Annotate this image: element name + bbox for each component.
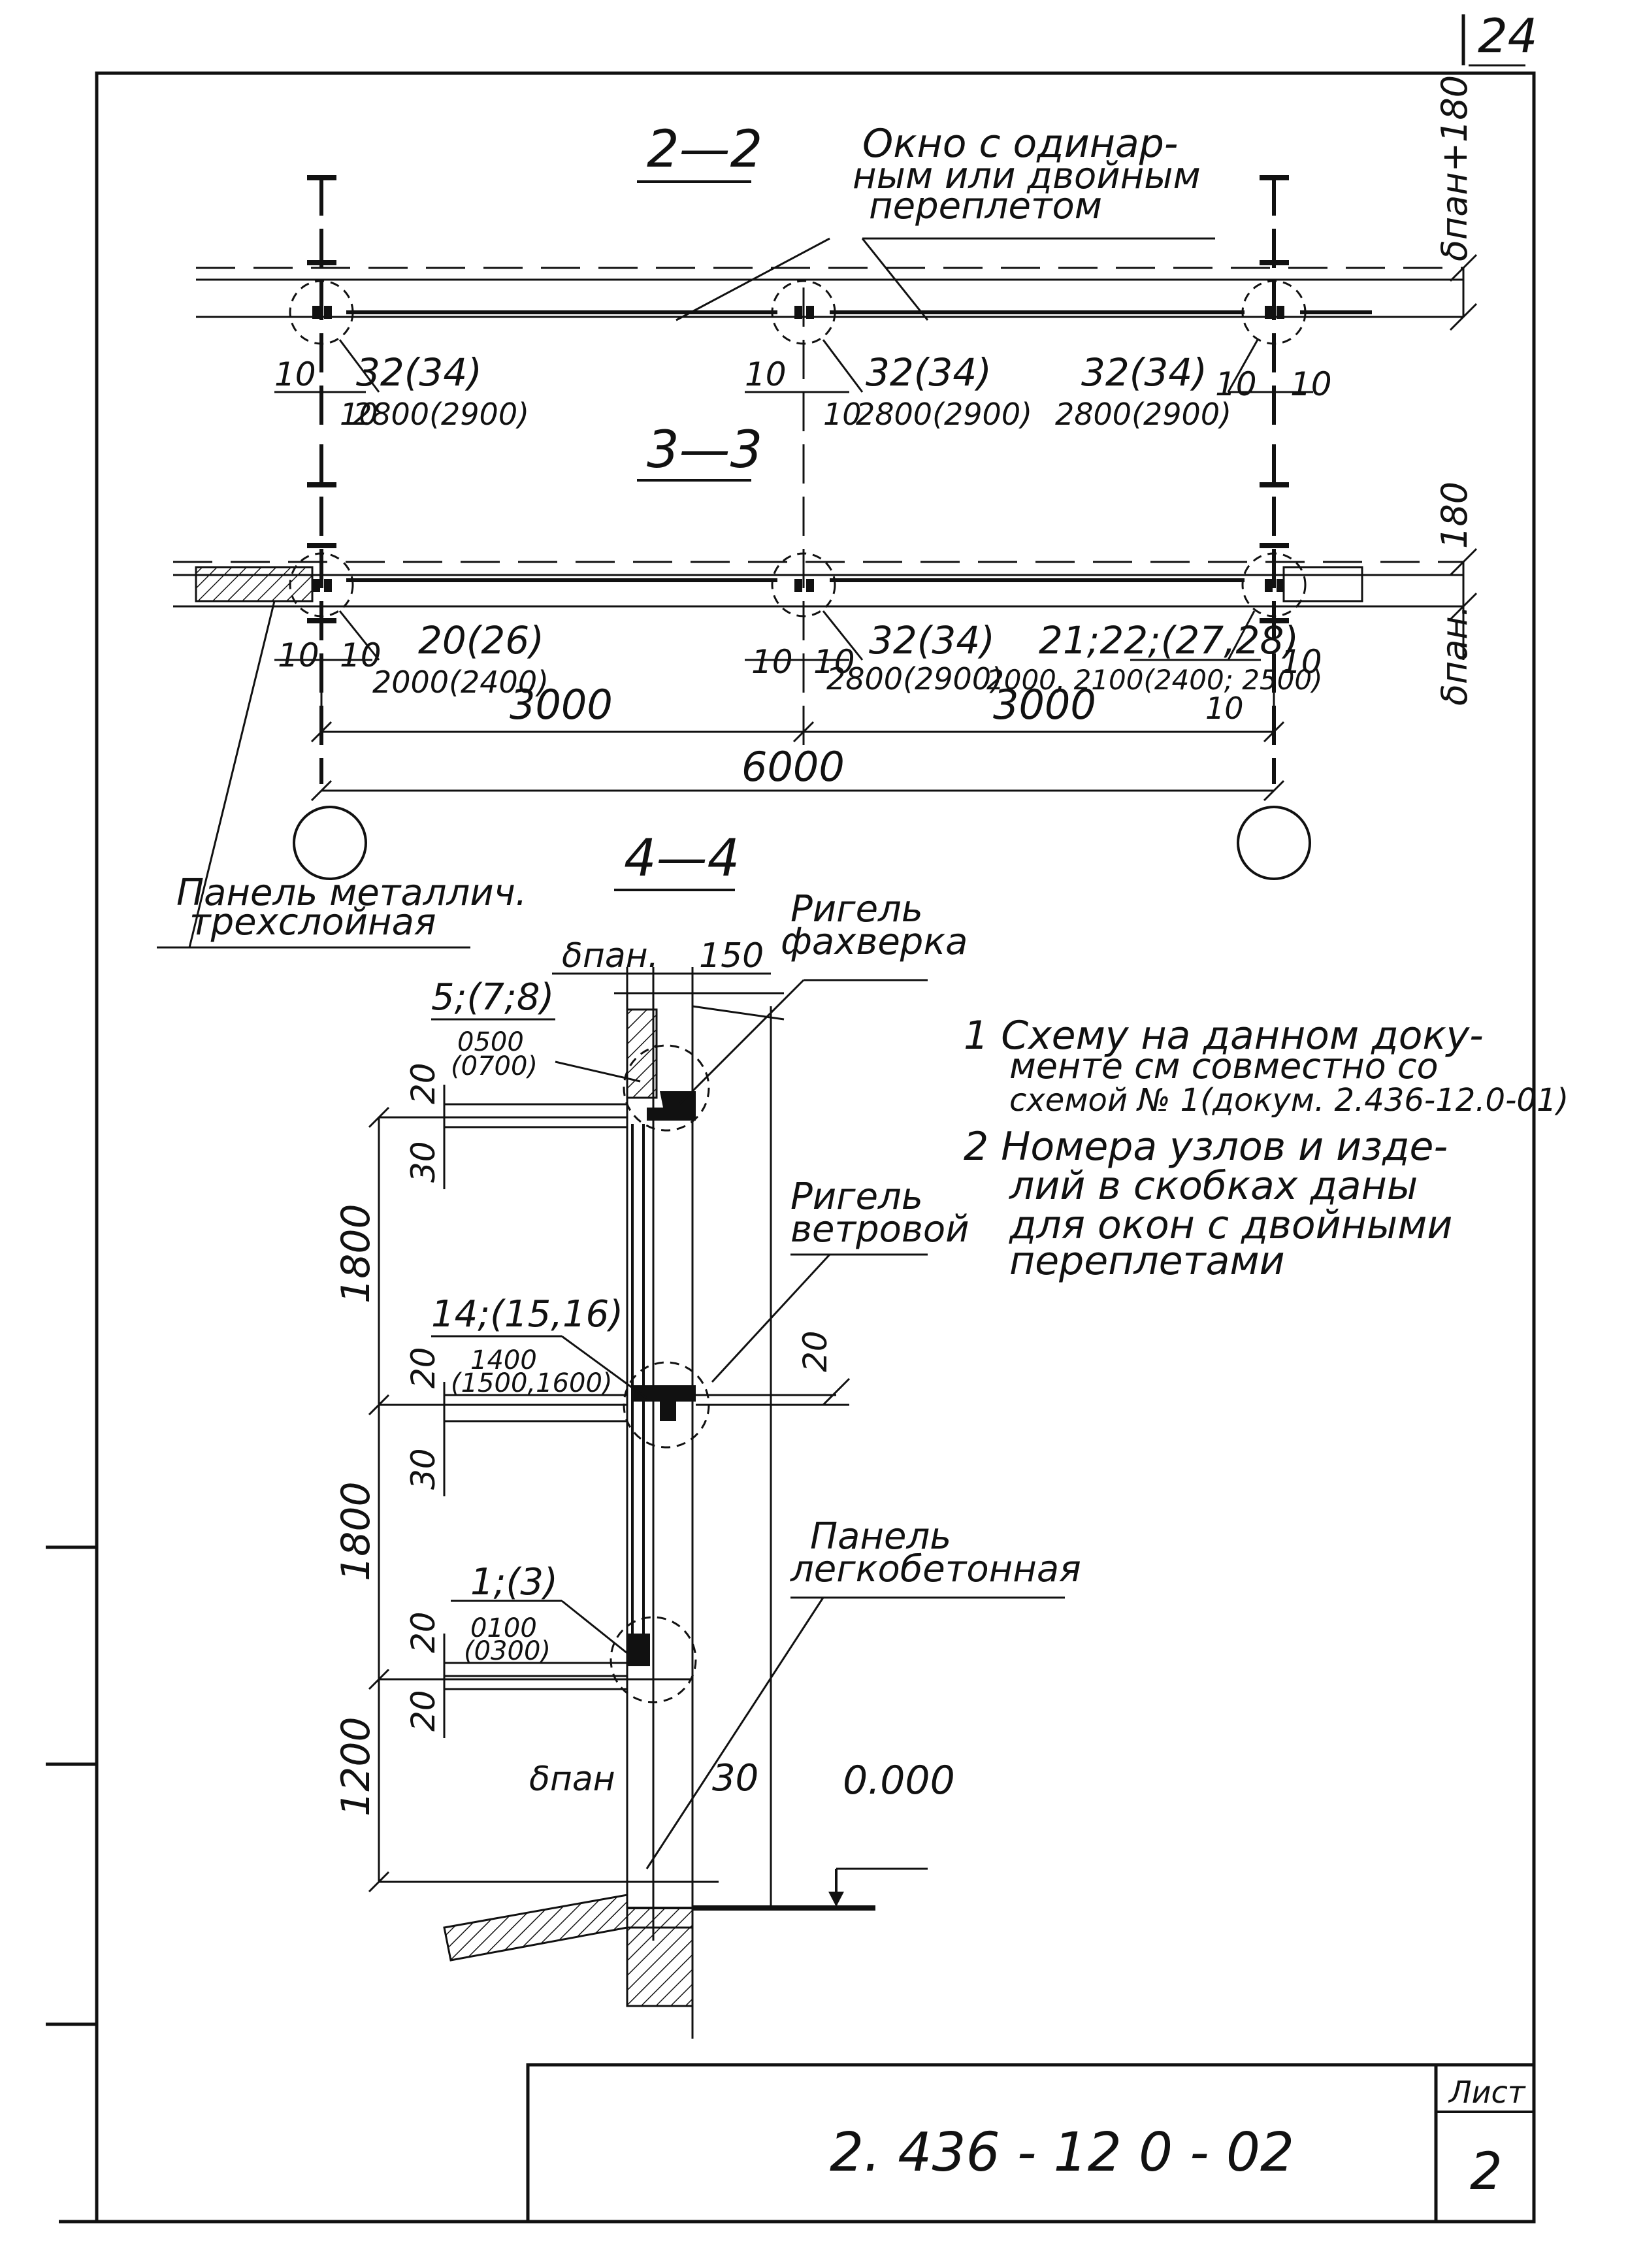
node-bot-id: 1;(3) [470,1561,558,1603]
s22-node3-width: 2800(2900) [1055,397,1231,432]
rigel-wind-line2: ветровой [790,1208,969,1251]
s22-gap-c: 10 [745,355,787,393]
s22-node2-id: 32(34) [866,350,992,395]
bottom-dim-pan: δпан [529,1760,615,1799]
small-dim-1: 20 [404,1062,442,1104]
s33-gap-f: 10 [1205,691,1244,726]
node-mid-sub1: 1400 [470,1345,537,1375]
panel-lightconcrete-line1: Панель [810,1515,951,1558]
notes: 1 Схему на данном доку- менте см совмест… [964,1013,1569,1284]
node-bot-sub1: 0100 [470,1613,537,1643]
s22-gap-e: 10 [1215,365,1257,403]
bottom-dim-30: 30 [712,1757,758,1800]
small-dim-5: 20 [404,1611,442,1653]
section-3-3-right-dim-180: 180 [1434,482,1475,549]
s33-gap-e: 10 [1280,643,1322,681]
height-1800-mid: 1800 [333,1481,379,1581]
title-block [526,2063,1536,2224]
note2-line3: для окон с двойными [1009,1202,1452,1248]
s33-node1-width: 2000(2400) [372,665,549,700]
s33-node2-id: 32(34) [869,618,995,663]
page-number: 24 [1478,8,1538,63]
node-bot-sub2: (0300) [464,1636,551,1666]
panel-note-line1: Панель металлич. [176,872,527,914]
right-dim-20: 20 [796,1330,834,1372]
height-1800-top: 1800 [333,1204,379,1304]
s33-gap-a: 10 [278,636,319,674]
note2-line1: 2 Номера узлов и изде- [964,1124,1448,1170]
rigel-fachwerk-line1: Ригель [790,888,923,930]
node-top-sub1: 0500 [457,1027,524,1057]
s44-top-dim-150: 150 [699,936,764,976]
s33-node1-id: 20(26) [418,618,544,663]
small-dim-4: 30 [404,1448,442,1490]
section-3-3-geometry [157,444,1478,949]
s22-gap-a: 10 [274,355,316,393]
note1-line2: менте см совместно со [1009,1045,1439,1087]
document-code: 2. 436 - 12 0 - 02 [830,2122,1294,2184]
height-1200: 1200 [333,1717,379,1816]
node-mid-id: 14;(15,16) [431,1293,623,1336]
node-top-id: 5;(7;8) [431,976,554,1019]
node-mid-sub2: (1500,1600) [451,1368,613,1398]
note2-line2: лий в скобках даны [1009,1163,1418,1209]
s22-node2-width: 2800(2900) [856,397,1032,432]
note1-line3: схемой № 1(докум. 2.436-12.0-01) [1009,1082,1569,1119]
rigel-wind-line1: Ригель [790,1175,923,1218]
list-number: 2 [1470,2143,1503,2201]
section-2-2-right-dim: δпан+180 [1434,75,1475,261]
s22-node1-id: 32(34) [356,350,482,395]
s22-node3-id: 32(34) [1081,350,1207,395]
s33-node3-id: 21;22;(27,28) [1039,618,1299,663]
window-note-line2: ным или двойным [853,155,1201,197]
list-label: Лист [1448,2075,1526,2110]
section-4-4-title: 4—4 [624,829,740,888]
s33-node3-width: 2000, 2100(2400; 2500) [986,664,1323,696]
s22-gap-b: 10 [340,397,378,432]
s33-span-right: 3000 [993,681,1096,729]
s22-gap-d: 10 [823,397,862,432]
s22-gap-f: 10 [1290,365,1332,403]
s33-node2-width: 2800(2900) [826,661,1003,697]
s33-span-left: 3000 [510,681,613,729]
section-3-3-right-dim-pan: δпан. [1434,605,1475,706]
section-2-2-geometry [196,175,1478,745]
panel-lightconcrete-line2: легкобетонная [790,1548,1081,1590]
small-dim-2: 30 [404,1141,442,1183]
s33-gap-d: 10 [813,643,855,681]
s33-gap-c: 10 [751,643,793,681]
s44-top-dim-pan: δпан. [562,936,659,976]
section-2-2-title: 2—2 [647,120,762,179]
panel-note-line2: трехслойная [189,901,436,944]
section-3-3-title: 3—3 [647,421,762,480]
s33-gap-b: 10 [340,636,382,674]
small-dim-6: 20 [404,1690,442,1732]
section-4-4-geometry [368,967,1065,2039]
s33-total: 6000 [741,743,845,791]
s22-node1-width: 2800(2900) [353,397,529,432]
note2-line4: переплетами [1009,1238,1285,1284]
rigel-fachwerk-line2: фахверка [781,921,968,963]
window-note-line1: Окно с одинар- [862,121,1178,167]
note1-line1: 1 Схему на данном доку- [964,1013,1484,1059]
small-dim-3: 20 [404,1347,442,1389]
window-note-line3: переплетом [869,185,1102,227]
level-mark: 0.000 [843,1758,955,1803]
node-top-sub2: (0700) [451,1051,538,1081]
